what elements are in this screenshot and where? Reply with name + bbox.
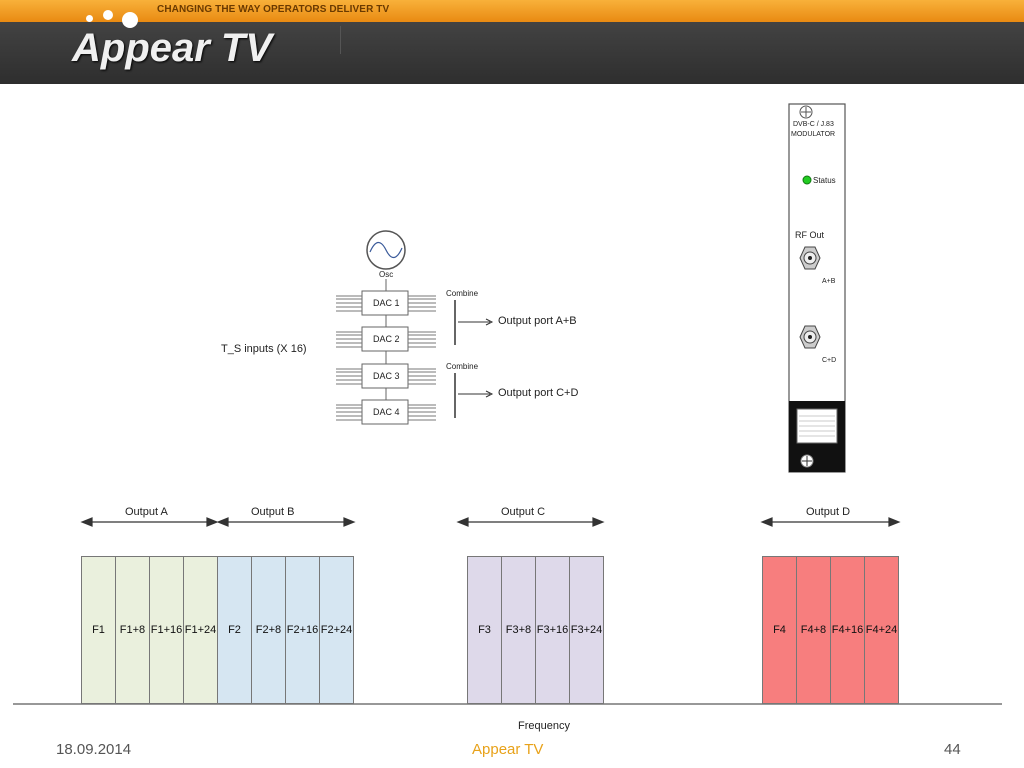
- dac-4-label: DAC 4: [373, 407, 400, 417]
- dac-3-label: DAC 3: [373, 371, 400, 381]
- band-f3-8: F3+8: [501, 556, 536, 704]
- output-d-label: Output D: [806, 506, 851, 518]
- frequency-axis-label: Frequency: [518, 720, 570, 732]
- band-f1-8: F1+8: [115, 556, 150, 704]
- inputs-label: T_S inputs (X 16): [221, 343, 307, 355]
- output-lines: [408, 295, 436, 421]
- logo-dot-icon: [122, 12, 138, 28]
- dac-1-box: [361, 290, 409, 316]
- logo-dot-icon: [86, 15, 93, 22]
- band-f2-8: F2+8: [251, 556, 286, 704]
- header-bar: CHANGING THE WAY OPERATORS DELIVER TV Ap…: [0, 0, 1024, 84]
- module-title-line1: DVB-C / J.83: [793, 121, 834, 128]
- footer-date: 18.09.2014: [56, 741, 132, 758]
- module-title-line2: MODULATOR: [791, 131, 836, 138]
- logo-dot-icon: [103, 10, 113, 20]
- osc-label: Osc: [379, 270, 394, 279]
- band-f4-8: F4+8: [796, 556, 831, 704]
- band-f3-24: F3+24: [569, 556, 604, 704]
- band-f4-16: F4+16: [830, 556, 865, 704]
- status-led-icon: [802, 175, 812, 185]
- band-f2: F2: [217, 556, 252, 704]
- output-a-label: Output A: [125, 506, 168, 518]
- status-label: Status: [813, 176, 836, 185]
- band-f2-24: F2+24: [319, 556, 354, 704]
- output-port-ab-label: Output port A+B: [498, 315, 577, 327]
- dac-2-label: DAC 2: [373, 334, 400, 344]
- dac-3-box: [361, 363, 409, 389]
- output-port-cd-label: Output port C+D: [498, 387, 579, 399]
- dac-1-label: DAC 1: [373, 298, 400, 308]
- arrow-ab-head: [485, 318, 494, 326]
- band-f4: F4: [762, 556, 797, 704]
- band-f2-16: F2+16: [285, 556, 320, 704]
- port-cd-label: C+D: [822, 357, 837, 364]
- header-accent-strip: [0, 0, 1024, 22]
- band-f3-16: F3+16: [535, 556, 570, 704]
- input-lines: [336, 295, 362, 421]
- output-b-label: Output B: [251, 506, 295, 518]
- band-f1-24: F1+24: [183, 556, 218, 704]
- header-divider: [340, 26, 341, 54]
- appear-tv-logo: Appear TV: [72, 26, 273, 70]
- band-f1: F1: [81, 556, 116, 704]
- arrow-cd-head: [485, 390, 494, 398]
- band-f4-24: F4+24: [864, 556, 899, 704]
- output-range-arrows: [80, 517, 901, 527]
- dac-4-box: [361, 399, 409, 425]
- output-c-label: Output C: [501, 506, 546, 518]
- port-ab-label: A+B: [822, 278, 836, 285]
- band-f1-16: F1+16: [149, 556, 184, 704]
- sine-wave-icon: [369, 241, 403, 259]
- footer-title: Appear TV: [472, 741, 544, 758]
- header-tagline: CHANGING THE WAY OPERATORS DELIVER TV: [157, 4, 390, 15]
- page-number: 44: [944, 741, 961, 758]
- band-f3: F3: [467, 556, 502, 704]
- rf-out-label: RF Out: [795, 230, 825, 240]
- combine-cd-label: Combine: [446, 362, 479, 371]
- combine-ab-label: Combine: [446, 289, 479, 298]
